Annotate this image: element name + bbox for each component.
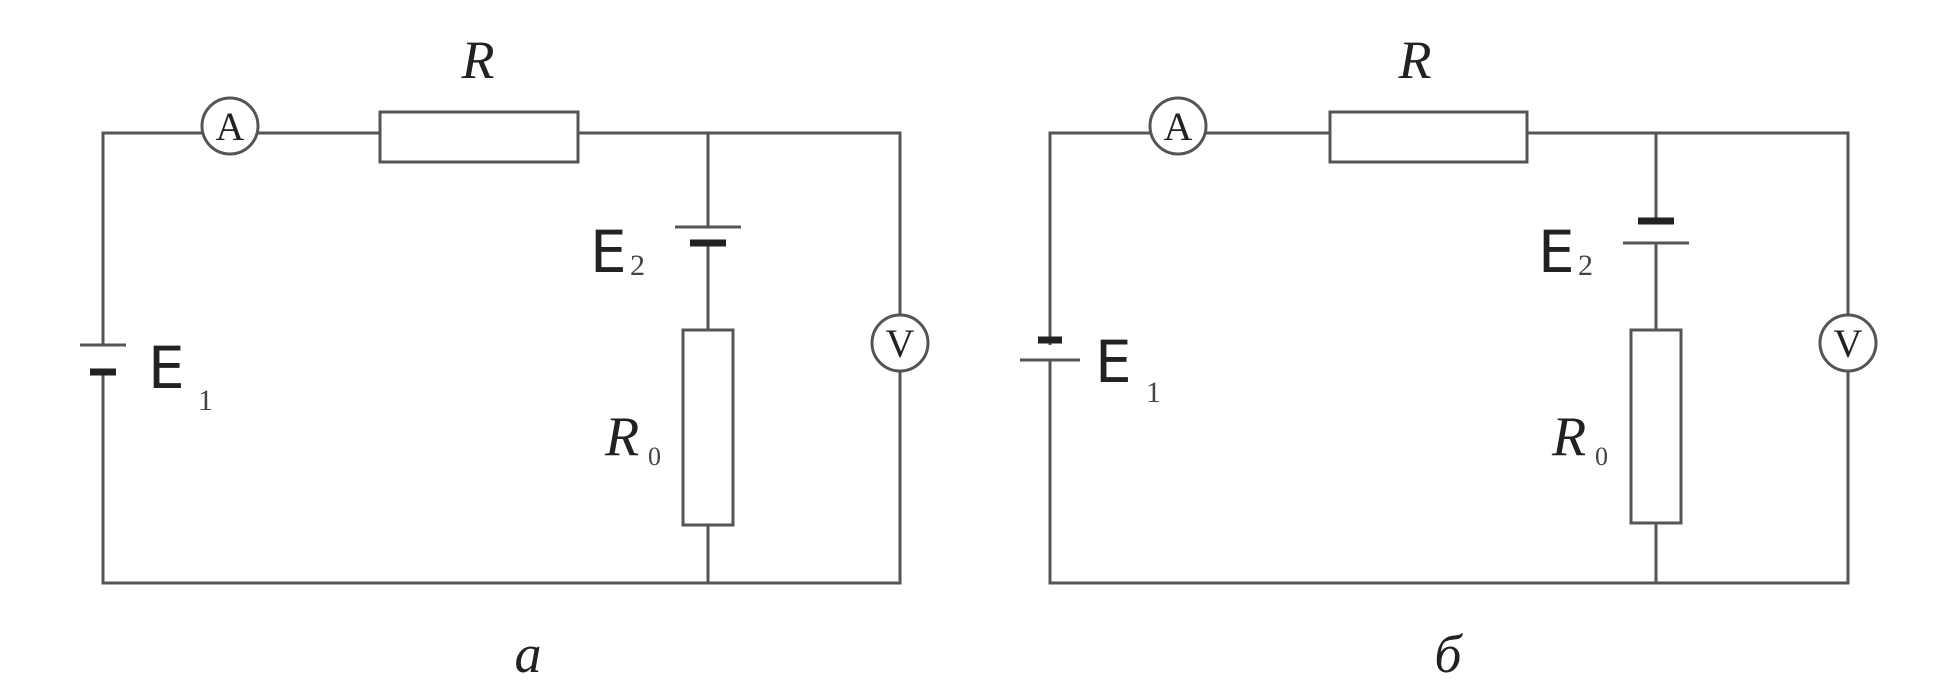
wire-top-left-b [1048,131,1150,345]
voltmeter-a: V [870,313,930,373]
e2-sub-a: 2 [630,249,645,282]
e2-label-b: E [1538,218,1575,286]
ammeter-label-b: A [1164,104,1193,149]
ammeter-label-a: A [216,104,245,149]
voltmeter-b: V [1818,313,1878,373]
r0-sub-a: 0 [648,442,661,471]
wire-right-lower-a [101,371,902,585]
ammeter-a: A [200,96,260,156]
battery-e2-a [675,225,741,247]
e1-sub-b: 1 [1146,376,1161,409]
battery-e1-b [1020,336,1080,362]
battery-e1-a [80,343,126,376]
e1-label-b: E [1095,328,1132,396]
resistor-r-label-a: R [461,30,495,90]
voltmeter-label-a: V [886,321,915,366]
e2-sub-b: 2 [1578,249,1593,282]
r0-label-a: R [604,406,639,468]
resistor-r-label-b: R [1398,30,1432,90]
ammeter-b: A [1148,96,1208,156]
caption-a: а [515,624,542,684]
e1-sub-a: 1 [198,384,213,417]
r0-label-b: R [1551,406,1586,468]
resistor-r0-a [681,328,735,527]
wire-right-lower-b [1048,360,1850,585]
battery-e2-b [1623,217,1689,245]
circuit-b: A R E 2 R 0 V E 1 б [1020,30,1878,684]
voltmeter-label-b: V [1834,321,1863,366]
circuit-a: A R E 2 R 0 V E 1 а [80,30,930,684]
r0-sub-b: 0 [1595,442,1608,471]
wire-top-left-a [101,131,202,345]
wire-top-right-a [578,131,902,315]
caption-b: б [1434,624,1463,684]
resistor-r-b [1328,110,1529,164]
e1-label-a: E [148,334,185,402]
wire-top-right-b [1527,131,1850,315]
e2-label-a: E [590,218,627,286]
resistor-r0-b [1629,328,1683,525]
resistor-r-a [378,110,580,164]
